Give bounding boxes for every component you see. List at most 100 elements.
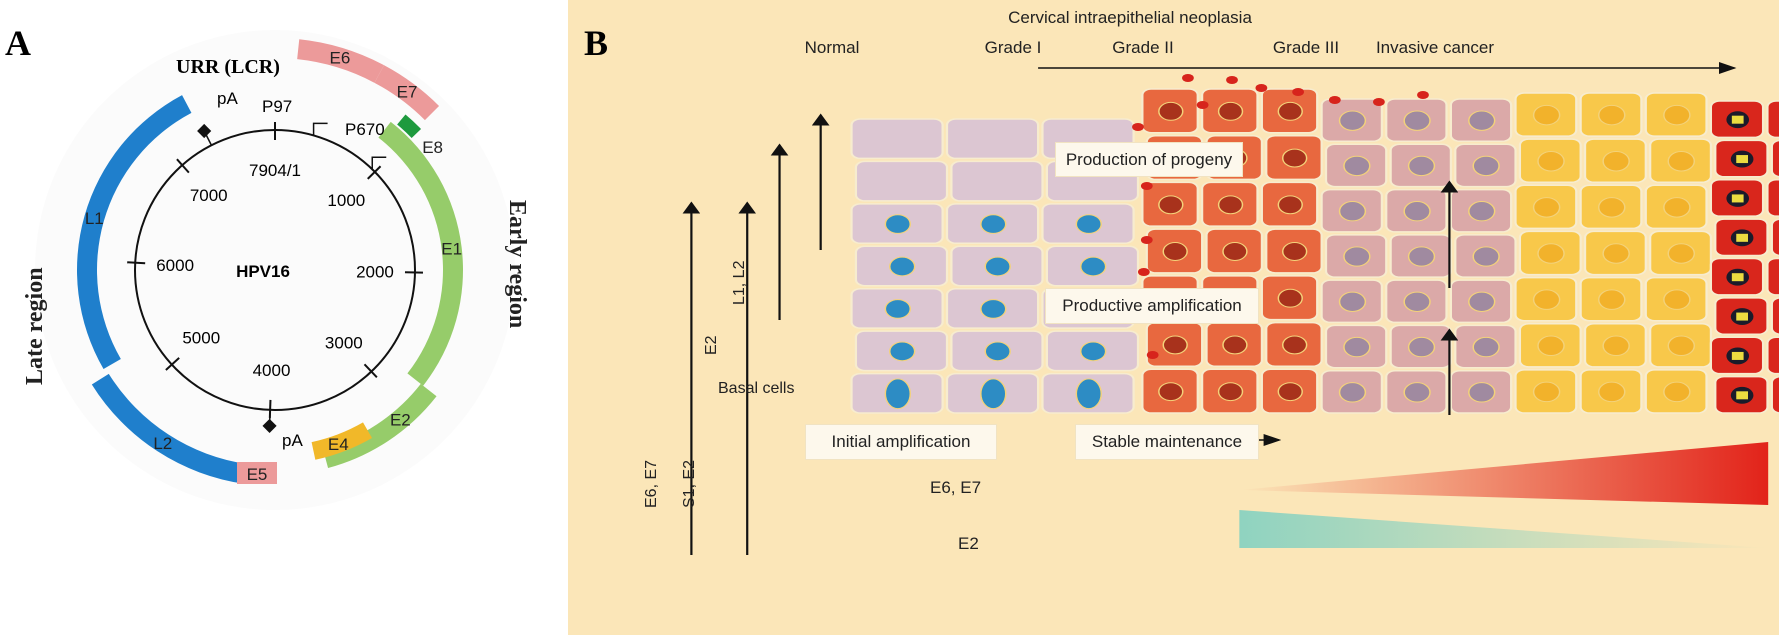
nucleus-normal bbox=[889, 341, 916, 362]
stage-grade-3: Grade III bbox=[1272, 38, 1340, 57]
nucleus-grade-2 bbox=[1338, 382, 1367, 403]
basal-cells-label: Basal cells bbox=[718, 380, 795, 397]
nucleus-grade-1 bbox=[1217, 195, 1244, 215]
cancer-marker bbox=[1736, 155, 1749, 164]
stage-normal: Normal bbox=[804, 38, 860, 57]
nucleus-grade-2 bbox=[1468, 110, 1496, 131]
cin-title: Cervical intraepithelial neoplasia bbox=[1008, 8, 1252, 27]
nucleus-grade-1 bbox=[1162, 242, 1188, 261]
nucleus-grade-2 bbox=[1343, 246, 1371, 267]
nucleus-normal bbox=[1079, 256, 1107, 277]
cell-cancer bbox=[1766, 179, 1779, 217]
cell-normal bbox=[950, 160, 1044, 202]
cancer-marker bbox=[1731, 273, 1744, 282]
nucleus-grade-1 bbox=[1158, 101, 1184, 121]
gradient-e2-triangle bbox=[1239, 510, 1769, 548]
nucleus-normal bbox=[984, 341, 1011, 362]
nucleus-grade-1 bbox=[1158, 195, 1184, 215]
nucleus-grade-3 bbox=[1532, 104, 1561, 126]
tick-mark bbox=[127, 261, 146, 265]
stage-invasive: Invasive cancer bbox=[1375, 38, 1495, 57]
stage-grade-2: Grade II bbox=[1112, 38, 1174, 57]
virion-dot bbox=[1132, 123, 1144, 131]
nucleus-grade-1 bbox=[1281, 242, 1308, 261]
virion-dot bbox=[1140, 182, 1153, 190]
nucleus-grade-2 bbox=[1338, 201, 1367, 222]
nucleus-grade-3 bbox=[1663, 197, 1691, 218]
cell-normal bbox=[945, 118, 1040, 160]
virion-dot bbox=[1226, 76, 1238, 84]
gene-label-e4: E4 bbox=[328, 435, 349, 454]
nucleus-grade-1 bbox=[1162, 335, 1188, 355]
tick-label: 5000 bbox=[182, 329, 220, 348]
nucleus-normal bbox=[1075, 378, 1102, 410]
nucleus-grade-2 bbox=[1343, 336, 1371, 358]
virion-dot bbox=[1137, 268, 1150, 276]
tick-label: 7904/1 bbox=[249, 161, 301, 180]
urr-label: URR (LCR) bbox=[176, 56, 280, 78]
nucleus-grade-2 bbox=[1403, 110, 1431, 131]
gene-e8 bbox=[397, 114, 422, 139]
nucleus-grade-3 bbox=[1663, 289, 1691, 310]
nucleus-grade-1 bbox=[1277, 101, 1303, 121]
nucleus-grade-3 bbox=[1597, 289, 1626, 310]
nucleus-grade-2 bbox=[1468, 382, 1496, 403]
nucleus-grade-3 bbox=[1537, 335, 1565, 357]
tick-label: 4000 bbox=[253, 361, 291, 380]
genome-name: HPV16 bbox=[236, 262, 290, 281]
tick-mark bbox=[176, 158, 190, 174]
box-stable-maintenance: Stable maintenance bbox=[1075, 424, 1259, 460]
nucleus-grade-3 bbox=[1537, 150, 1565, 172]
box-initial-amplification: Initial amplification bbox=[805, 424, 997, 460]
box-production-of-progeny: Production of progeny bbox=[1055, 142, 1243, 177]
late-region-label: Late region bbox=[22, 267, 48, 385]
gene-label-l1: L1 bbox=[85, 209, 104, 228]
nucleus-grade-1 bbox=[1222, 335, 1248, 355]
cell-normal bbox=[854, 160, 949, 202]
virion-dot bbox=[1140, 236, 1153, 244]
gene-label-l2: L2 bbox=[153, 434, 172, 453]
label-s1-e2-arrow: S1, E2 bbox=[681, 459, 698, 508]
nucleus-grade-3 bbox=[1667, 150, 1696, 172]
nucleus-normal bbox=[980, 214, 1007, 234]
nucleus-grade-3 bbox=[1597, 104, 1626, 126]
nucleus-grade-3 bbox=[1597, 381, 1626, 403]
nucleus-grade-2 bbox=[1407, 246, 1436, 267]
tick-label: 2000 bbox=[356, 263, 394, 282]
cancer-marker bbox=[1736, 391, 1749, 400]
cell-cancer bbox=[1770, 297, 1779, 335]
nucleus-grade-3 bbox=[1532, 197, 1561, 218]
genome-map: HPV16 7904/1 1000 2000 3000 4000 5000 6000 7000L… bbox=[35, 30, 515, 510]
tick-label: 7000 bbox=[190, 186, 228, 205]
nucleus-grade-1 bbox=[1217, 382, 1244, 402]
gene-e4 bbox=[311, 422, 372, 460]
nucleus-grade-1 bbox=[1281, 148, 1308, 168]
nucleus-grade-3 bbox=[1532, 289, 1561, 310]
nucleus-grade-2 bbox=[1403, 291, 1431, 312]
gene-label-e1: E1 bbox=[441, 239, 462, 258]
nucleus-grade-2 bbox=[1343, 155, 1371, 177]
nucleus-normal bbox=[1079, 341, 1107, 362]
gradient-e6-e7-triangle bbox=[1239, 442, 1769, 505]
gene-label-e6: E6 bbox=[330, 49, 351, 68]
gene-label-e5: E5 bbox=[247, 465, 268, 484]
nucleus-normal bbox=[884, 299, 911, 319]
nucleus-grade-2 bbox=[1338, 291, 1367, 312]
cancer-marker bbox=[1731, 351, 1744, 360]
nucleus-grade-3 bbox=[1663, 381, 1691, 403]
tick-label: 6000 bbox=[156, 256, 194, 275]
promoter-arrow-icon bbox=[371, 156, 387, 170]
nucleus-normal bbox=[884, 378, 911, 410]
nucleus-grade-3 bbox=[1597, 197, 1626, 218]
gradient-label-e6-e7: E6, E7 bbox=[930, 478, 982, 497]
tick-label: 1000 bbox=[327, 191, 365, 210]
polya-label: pA bbox=[217, 89, 238, 108]
promoter-label: P670 bbox=[345, 120, 385, 139]
tick-label: 3000 bbox=[325, 334, 363, 353]
nucleus-grade-3 bbox=[1537, 243, 1565, 264]
gradient-label-e2: E2 bbox=[958, 534, 979, 553]
nucleus-normal bbox=[884, 214, 911, 234]
nucleus-grade-1 bbox=[1277, 288, 1303, 308]
stage-grade-1: Grade I bbox=[984, 38, 1042, 57]
polya-diamond-icon bbox=[197, 123, 212, 139]
